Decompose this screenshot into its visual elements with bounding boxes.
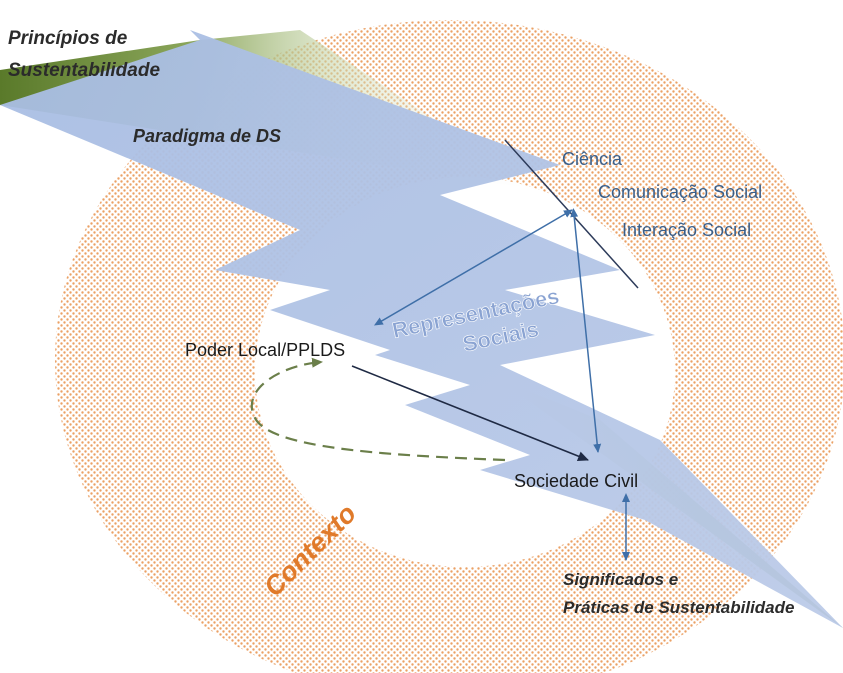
lightning-bolt: [0, 30, 843, 628]
arrow-poder-ciencia: [373, 209, 573, 326]
dashed-feedback-arrow: [250, 357, 506, 462]
label-significados-line1: Significados e: [563, 570, 678, 589]
label-poder-local: Poder Local/PPLDS: [185, 340, 345, 360]
label-paradigma: Paradigma de DS: [133, 126, 281, 146]
label-significados-line2: Práticas de Sustentabilidade: [563, 598, 794, 617]
label-ciencia: Ciência: [562, 149, 623, 169]
arrow-ciencia-sociedade: [570, 208, 602, 453]
arrow-poder-sociedade: [351, 365, 589, 461]
label-interacao-social: Interação Social: [622, 220, 751, 240]
label-principios-line2: Sustentabilidade: [8, 60, 160, 81]
label-principios-line1: Princípios de: [8, 28, 128, 49]
label-comunicacao-social: Comunicação Social: [598, 182, 762, 202]
label-sociedade-civil: Sociedade Civil: [514, 471, 638, 491]
